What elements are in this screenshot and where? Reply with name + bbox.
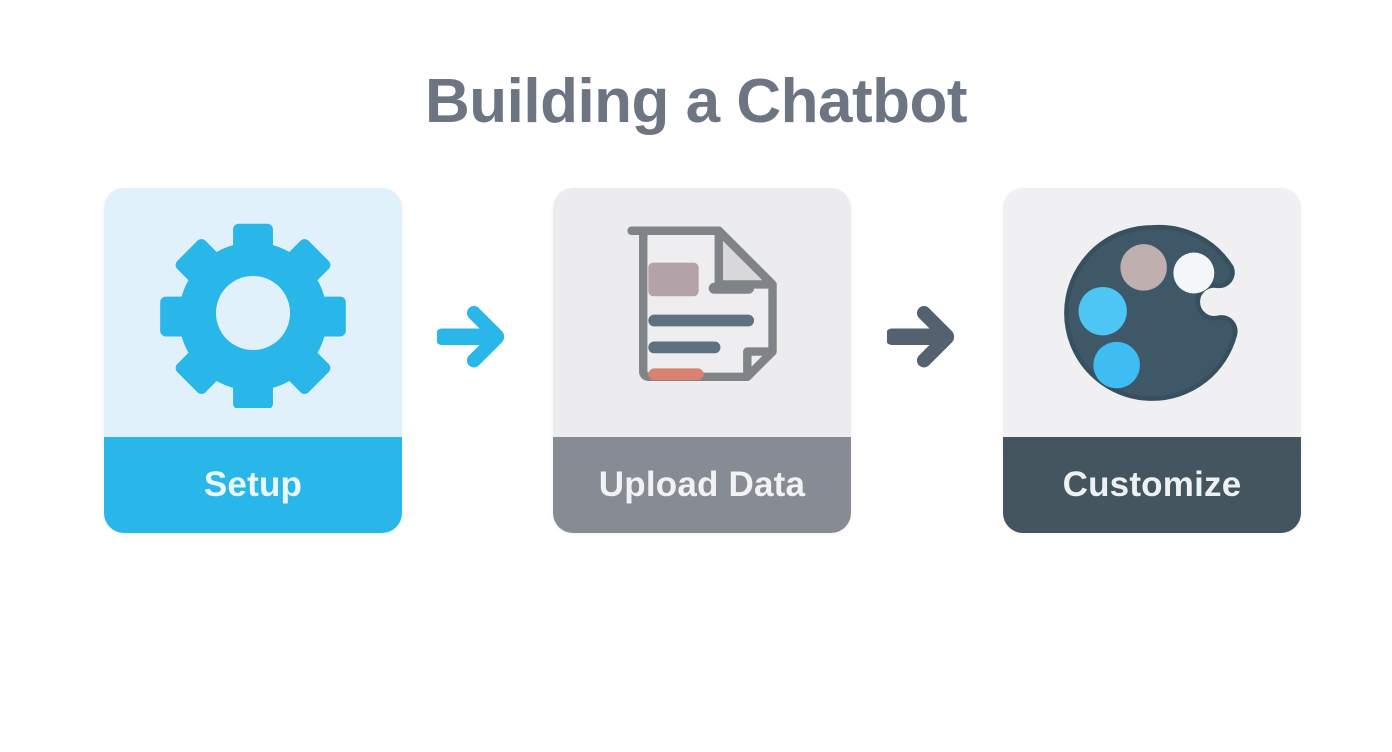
step-icon-area-upload-data bbox=[553, 188, 851, 437]
step-label-customize: Customize bbox=[1003, 437, 1301, 533]
step-label-setup: Setup bbox=[104, 437, 402, 533]
step-label-upload-data: Upload Data bbox=[553, 437, 851, 533]
arrow-setup-to-upload-icon bbox=[437, 306, 519, 368]
arrow-upload-to-customize-icon bbox=[887, 306, 969, 368]
palette-icon bbox=[1059, 220, 1245, 406]
step-icon-area-customize bbox=[1003, 188, 1301, 437]
document-icon bbox=[614, 219, 790, 407]
page-title: Building a Chatbot bbox=[424, 67, 968, 136]
flow-step-upload-data[interactable]: Upload Data bbox=[553, 188, 851, 533]
gear-icon bbox=[158, 218, 348, 408]
flow-step-setup[interactable]: Setup bbox=[104, 188, 402, 533]
process-flow: Setup bbox=[0, 188, 1392, 538]
flow-step-customize[interactable]: Customize bbox=[1003, 188, 1301, 533]
step-icon-area-setup bbox=[104, 188, 402, 437]
